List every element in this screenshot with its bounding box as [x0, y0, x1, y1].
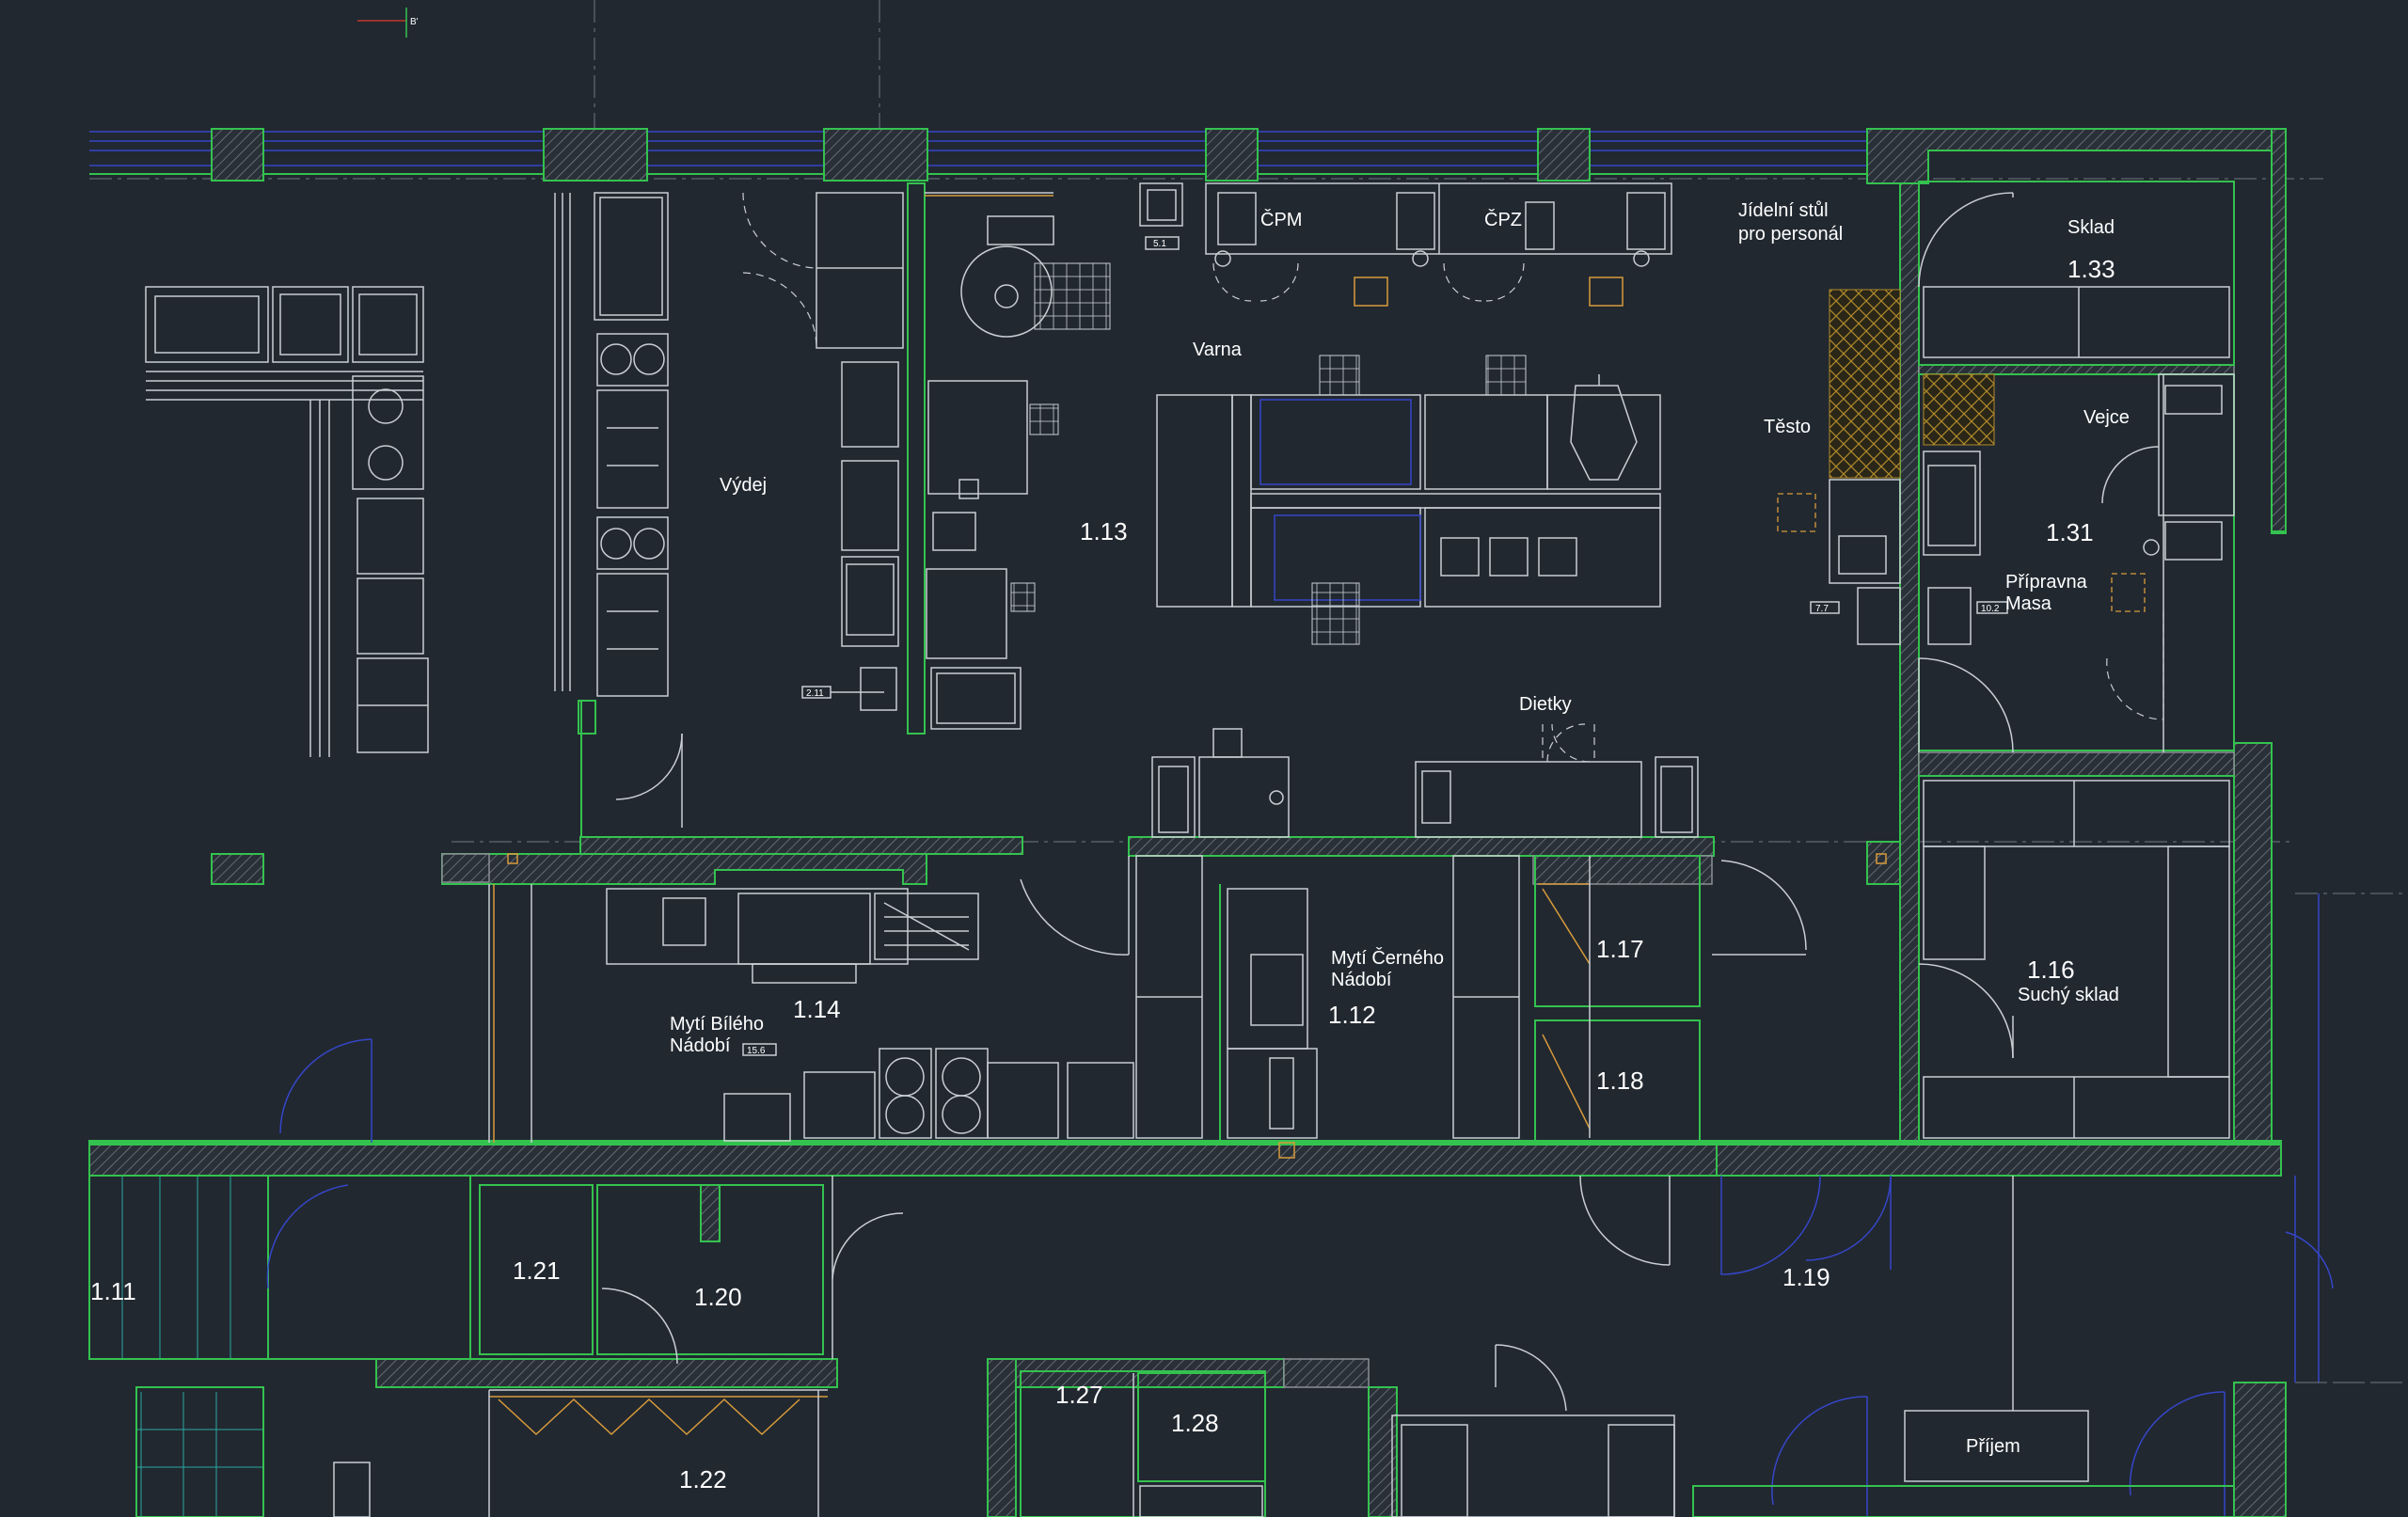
label-myti-cerneho-2: Nádobí [1331, 970, 1392, 990]
label-1-31: 1.31 [2046, 518, 2094, 546]
label-1-22: 1.22 [679, 1465, 727, 1493]
label-dining-2: pro personál [1738, 224, 1843, 245]
label-cpz: ČPZ [1484, 209, 1522, 230]
label-1-20: 1.20 [694, 1283, 742, 1311]
room-1-12: 1.12 Mytí Černého Nádobí [1219, 855, 1520, 1159]
tag-5-1: 5.1 [1153, 239, 1166, 249]
tag-10-2: 10.2 [1981, 604, 2000, 614]
room-1-14: 15.6 1.14 Mytí Bílého Nádobí [441, 853, 1203, 1143]
label-myti-cerneho-1: Mytí Černého [1331, 947, 1444, 969]
label-vydej: Výdej [720, 475, 767, 496]
section-marker-label: B' [410, 17, 419, 27]
label-1-33: 1.33 [2067, 255, 2115, 283]
marker-orange-left [507, 853, 518, 864]
label-vejce: Vejce [2083, 407, 2130, 428]
testo-area: 7.7 Těsto [1764, 289, 2014, 753]
lower-rooms: 1.11 1.21 1.20 1.22 1.19 1.27 1.28 [90, 893, 2408, 1517]
label-sklad: Sklad [2067, 217, 2115, 238]
prep-counter: 5.1 ČPM ČPZ Jídelní stůl pro personál [1139, 182, 1843, 307]
label-testo: Těsto [1764, 417, 1811, 437]
label-pripravna-2: Masa [2005, 593, 2052, 614]
label-1-21: 1.21 [513, 1256, 561, 1285]
label-prijem: Příjem [1966, 1436, 2020, 1457]
outer-walls [88, 128, 2287, 1517]
label-1-12: 1.12 [1328, 1001, 1376, 1029]
label-myti-bileho-2: Nádobí [670, 1035, 731, 1056]
label-1-28: 1.28 [1171, 1409, 1219, 1437]
label-1-11: 1.11 [90, 1277, 136, 1305]
vydej-equipment: 2.11 [742, 182, 1111, 735]
label-dietky: Dietky [1519, 694, 1572, 715]
marker-orange-right [1876, 853, 1887, 864]
cooking-island: Varna [1156, 340, 1661, 645]
rooms-1-17-1-18: 1.17 1.18 [1532, 855, 1807, 1144]
label-cpm: ČPM [1260, 209, 1302, 230]
label-1-16: 1.16 [2027, 956, 2075, 984]
label-1-18: 1.18 [1596, 1067, 1644, 1095]
tag-7-7: 7.7 [1815, 604, 1829, 614]
label-dining-1: Jídelní stůl [1738, 200, 1829, 221]
label-1-14: 1.14 [793, 995, 841, 1023]
serving-line-equipment [145, 192, 683, 838]
label-pripravna-1: Přípravna [2005, 572, 2088, 593]
label-varna: Varna [1193, 340, 1243, 360]
label-1-27: 1.27 [1055, 1381, 1103, 1409]
right-rooms: Sklad 1.33 10.2 Vejce 1.31 Přípravna Mas… [1918, 192, 2235, 1139]
label-1-13: 1.13 [1080, 517, 1128, 545]
tag-15-6: 15.6 [747, 1046, 766, 1056]
label-sucky-sklad: Suchý sklad [2018, 985, 2119, 1005]
dietky-equipment: Dietky [1151, 694, 1699, 838]
section-marker: B' [357, 8, 419, 38]
label-myti-bileho-1: Mytí Bílého [670, 1014, 764, 1035]
label-1-19: 1.19 [1782, 1263, 1830, 1291]
tag-2-11: 2.11 [806, 688, 824, 699]
label-1-17: 1.17 [1596, 935, 1644, 963]
